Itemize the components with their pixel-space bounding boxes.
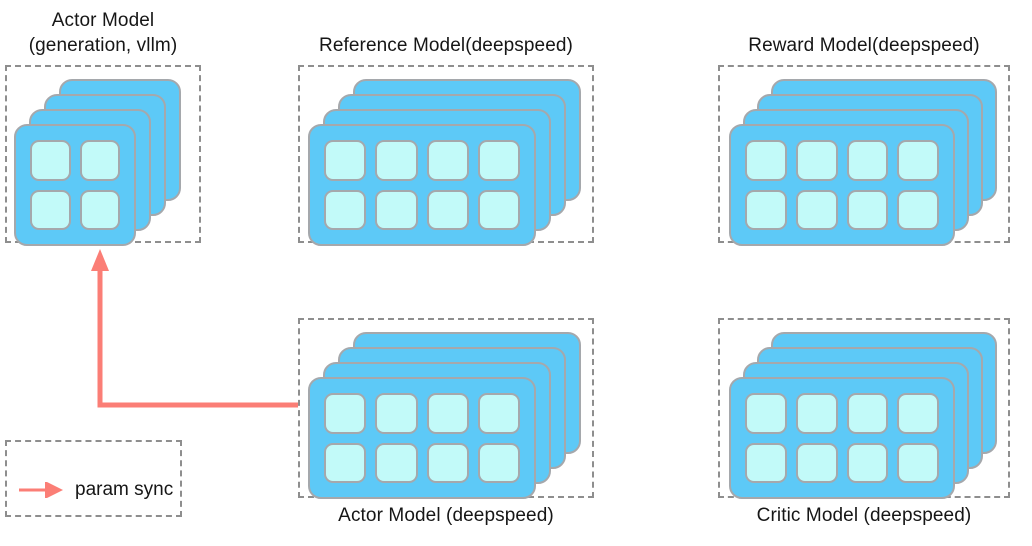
card-cell xyxy=(477,442,520,483)
card-cell xyxy=(477,393,520,434)
card-layer-front[interactable] xyxy=(308,377,536,499)
group-actor-deepspeed[interactable] xyxy=(298,318,594,499)
card-layer-front[interactable] xyxy=(729,377,955,499)
card-cell xyxy=(375,189,418,230)
card-stack-reward-model xyxy=(720,67,1008,246)
card-layer-front[interactable] xyxy=(308,124,536,246)
legend-row: param sync xyxy=(19,479,173,501)
card-cell xyxy=(426,442,469,483)
card-layer-front[interactable] xyxy=(14,124,136,246)
card-cell xyxy=(795,393,838,434)
card-cell xyxy=(375,442,418,483)
card-cell xyxy=(324,140,367,181)
param-sync-arrow-path xyxy=(97,270,298,408)
card-cell xyxy=(897,140,939,181)
card-stack-actor-vllm xyxy=(7,67,199,246)
group-actor-vllm[interactable] xyxy=(5,65,201,246)
card-cell xyxy=(30,189,71,230)
card-cell xyxy=(846,140,889,181)
param-sync-arrow-head xyxy=(91,249,109,271)
card-cell xyxy=(897,393,939,434)
card-cell xyxy=(795,442,838,483)
card-layer-front[interactable] xyxy=(729,124,955,246)
group-critic-model[interactable] xyxy=(718,318,1010,499)
caption-critic-model: Critic Model (deepspeed) xyxy=(756,505,972,526)
legend-label: param sync xyxy=(75,479,174,500)
card-cell xyxy=(79,140,120,181)
card-stack-reference-model xyxy=(300,67,592,246)
card-cell xyxy=(324,442,367,483)
card-cell xyxy=(897,189,939,230)
card-cell xyxy=(795,189,838,230)
card-cell xyxy=(30,140,71,181)
card-stack-actor-deepspeed xyxy=(300,320,592,499)
caption-actor-deepspeed: Actor Model (deepspeed) xyxy=(338,505,554,526)
param-sync-legend-arrow-icon xyxy=(19,482,63,498)
card-cell xyxy=(846,442,889,483)
card-cell xyxy=(745,393,787,434)
card-cell xyxy=(477,189,520,230)
card-cell xyxy=(795,140,838,181)
card-cell xyxy=(745,442,787,483)
caption-reference-model: Reference Model(deepspeed) xyxy=(319,35,573,56)
card-cell xyxy=(477,140,520,181)
card-cell xyxy=(79,189,120,230)
card-cell xyxy=(324,189,367,230)
card-cell xyxy=(846,189,889,230)
group-reference-model[interactable] xyxy=(298,65,594,246)
card-cell xyxy=(426,393,469,434)
group-reward-model[interactable] xyxy=(718,65,1010,246)
card-cell xyxy=(745,189,787,230)
card-cell xyxy=(846,393,889,434)
card-cell xyxy=(375,140,418,181)
legend-box: param sync xyxy=(5,440,182,517)
card-cell xyxy=(897,442,939,483)
card-cell xyxy=(426,189,469,230)
caption-reward-model: Reward Model(deepspeed) xyxy=(748,35,980,56)
caption-actor-vllm: Actor Model (generation, vllm) xyxy=(28,10,178,56)
card-cell xyxy=(426,140,469,181)
card-cell xyxy=(745,140,787,181)
card-cell xyxy=(324,393,367,434)
card-stack-critic-model xyxy=(720,320,1008,499)
card-cell xyxy=(375,393,418,434)
